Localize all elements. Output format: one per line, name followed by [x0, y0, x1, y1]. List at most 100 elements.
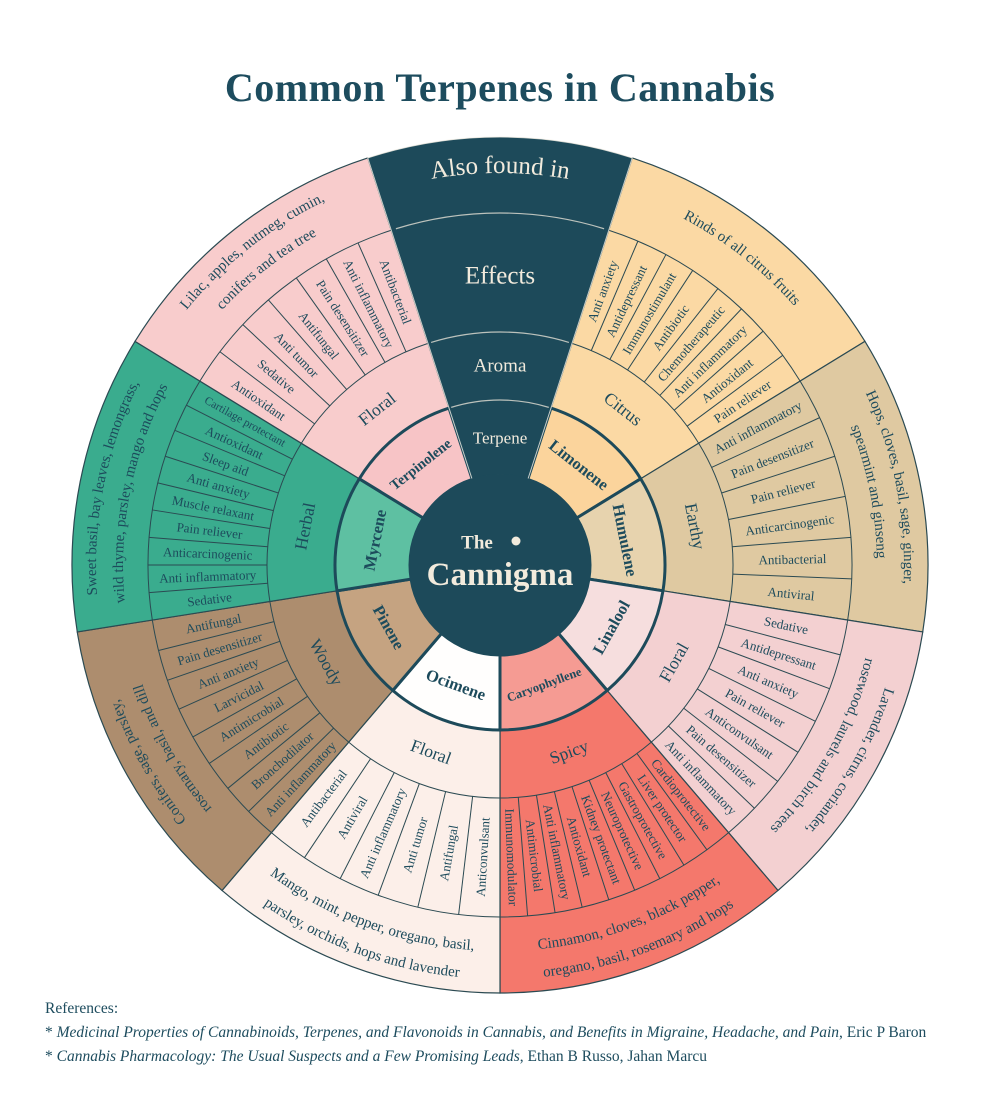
- effect-cell-divider: [295, 277, 366, 376]
- effect-label-myrcene-6: Anticarcinogenic: [163, 544, 253, 563]
- brand-cannigma: Cannigma: [427, 557, 574, 593]
- effect-cell-divider: [325, 258, 386, 363]
- effect-cell-divider: [627, 270, 694, 371]
- legend-ring-separator: [451, 399, 549, 408]
- brand-the: The: [461, 533, 493, 554]
- effect-label-humulene-4: Antibacterial: [758, 551, 827, 567]
- reference-marker: *: [45, 1024, 57, 1042]
- effect-cell-divider: [268, 299, 348, 390]
- effect-label-myrcene-7: Anti inflammatory: [159, 567, 257, 586]
- reference-authors: , Ethan B Russo, Jahan Marcu: [519, 1048, 708, 1066]
- legend-ring-separator: [395, 212, 605, 230]
- legend-label-terpene: Terpene: [473, 429, 528, 448]
- effect-cell-divider: [605, 772, 661, 879]
- effect-cell-divider: [227, 712, 321, 789]
- effect-cell-divider: [167, 640, 281, 681]
- effect-cell-divider: [242, 324, 331, 407]
- effect-cell-divider: [717, 646, 830, 690]
- effect-cell-divider: [458, 796, 474, 915]
- aroma-effects-divider-arc: [266, 442, 302, 602]
- effect-cell-divider: [165, 455, 279, 494]
- reference-authors: , Eric P Baron: [839, 1024, 927, 1042]
- reference-item-0: * Medicinal Properties of Cannabinoids, …: [45, 1021, 965, 1045]
- effect-cell-divider: [535, 795, 556, 913]
- effect-cell-divider: [609, 254, 667, 360]
- effect-cell-divider: [219, 351, 315, 425]
- effect-cell-divider: [697, 688, 799, 753]
- effect-cell-divider: [686, 354, 784, 427]
- effect-cell-divider: [377, 783, 420, 896]
- reference-marker: *: [45, 1048, 57, 1066]
- references-block: References: * Medicinal Properties of Ca…: [45, 997, 965, 1069]
- effect-label-caryophyllene-8: Immunomodulator: [502, 808, 521, 907]
- effects-sources-divider-arc: [499, 832, 729, 918]
- effect-label-ocimene-5: Anticonvulsant: [473, 817, 493, 898]
- effect-cell-divider: [725, 623, 841, 656]
- aroma-effects-divider-arc: [269, 601, 350, 743]
- reference-title: Cannabis Pharmacology: The Usual Suspect…: [56, 1048, 520, 1066]
- effect-cell-divider: [304, 758, 371, 858]
- effect-cell-divider: [732, 573, 852, 580]
- legend-label-aroma: Aroma: [474, 356, 527, 377]
- effect-cell-divider: [178, 660, 288, 710]
- effect-cell-divider: [192, 678, 297, 738]
- effects-sources-divider-arc: [728, 619, 849, 834]
- effect-cell-divider: [643, 288, 719, 383]
- effect-cell-divider: [517, 797, 529, 916]
- effect-cell-divider: [152, 509, 270, 530]
- center-circle: [409, 474, 591, 656]
- effect-cell-divider: [673, 330, 764, 411]
- effect-cell-divider: [732, 536, 851, 548]
- effects-sources-divider-arc: [199, 229, 392, 382]
- page-title: Common Terpenes in Cannabis: [224, 65, 776, 110]
- brand-dot: [511, 536, 521, 546]
- legend-label-effects: Effects: [465, 263, 535, 290]
- effect-cell-divider: [721, 455, 835, 494]
- effect-cell-divider: [158, 621, 275, 652]
- aroma-effects-divider-arc: [300, 342, 429, 444]
- references-list: * Medicinal Properties of Cannabinoids, …: [45, 1021, 965, 1069]
- effect-cell-divider: [149, 536, 268, 548]
- effect-cell-divider: [588, 780, 636, 891]
- effect-cell-divider: [174, 429, 285, 477]
- effect-cell-divider: [149, 582, 268, 594]
- aroma-effects-divider-arc: [348, 741, 501, 799]
- effect-cell-divider: [208, 695, 308, 764]
- aroma-effects-divider-arc: [650, 601, 731, 743]
- legend-ring-separator: [430, 331, 570, 343]
- effect-cell-divider: [636, 753, 708, 851]
- references-heading: References:: [45, 1000, 119, 1017]
- effects-sources-divider-arc: [151, 619, 272, 834]
- effect-cell-divider: [357, 242, 407, 352]
- effects-sources-divider-arc: [147, 380, 201, 621]
- effect-cell-divider: [668, 725, 755, 809]
- effect-cell-divider: [683, 707, 778, 782]
- effect-cell-divider: [659, 308, 742, 396]
- effect-cell-divider: [157, 482, 274, 512]
- effect-cell-divider: [728, 495, 846, 521]
- effect-cell-divider: [186, 404, 293, 460]
- reference-title: Medicinal Properties of Cannabinoids, Te…: [56, 1024, 840, 1042]
- reference-item-1: * Cannabis Pharmacology: The Usual Suspe…: [45, 1045, 965, 1069]
- effect-cell-divider: [553, 791, 583, 908]
- aroma-effects-divider-arc: [698, 442, 734, 602]
- effects-sources-divider-arc: [271, 832, 501, 918]
- effect-cell-divider: [708, 667, 816, 722]
- aroma-effects-divider-arc: [499, 741, 652, 799]
- effect-label-myrcene-8: Sedative: [186, 589, 232, 609]
- effect-cell-divider: [711, 417, 820, 468]
- effect-cell-divider: [571, 786, 610, 900]
- effect-cell-divider: [248, 727, 334, 812]
- aroma-effects-divider-arc: [571, 342, 700, 444]
- effect-cell-divider: [339, 772, 395, 879]
- effect-cell-divider: [417, 791, 447, 908]
